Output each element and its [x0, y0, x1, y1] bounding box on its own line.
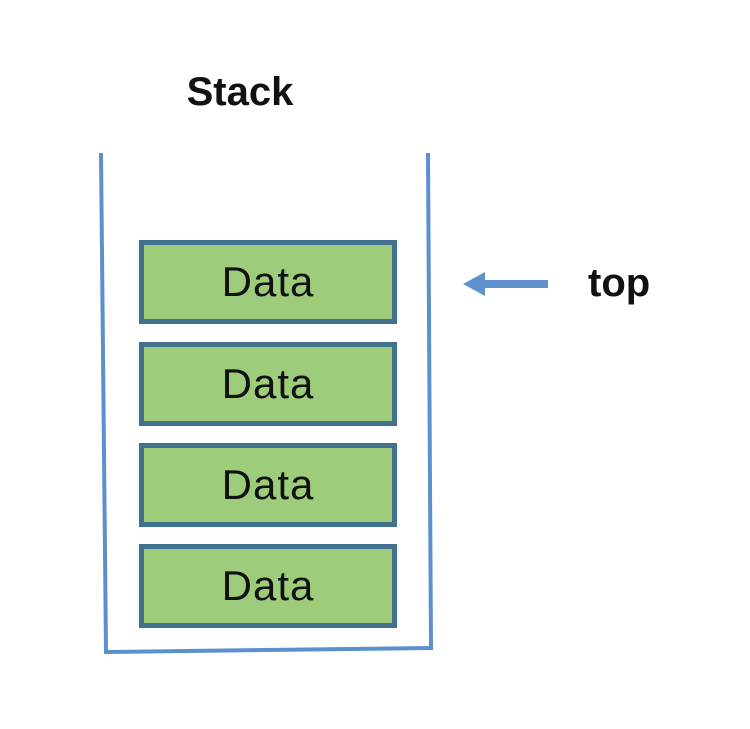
stack-block-label: Data	[221, 360, 315, 407]
stack-block-top: Data	[139, 240, 397, 324]
stack-block: Data	[139, 342, 397, 426]
stack-block-label: Data	[221, 562, 315, 609]
stack-block-bottom: Data	[139, 544, 397, 628]
top-pointer-arrow-icon	[463, 272, 548, 296]
stack-block-label: Data	[221, 258, 315, 305]
stack-block-label: Data	[221, 461, 315, 508]
stack-container-outline	[99, 152, 434, 655]
stack-block: Data	[139, 443, 397, 527]
stack-title: Stack	[186, 70, 294, 114]
top-pointer-label: top	[588, 261, 651, 305]
